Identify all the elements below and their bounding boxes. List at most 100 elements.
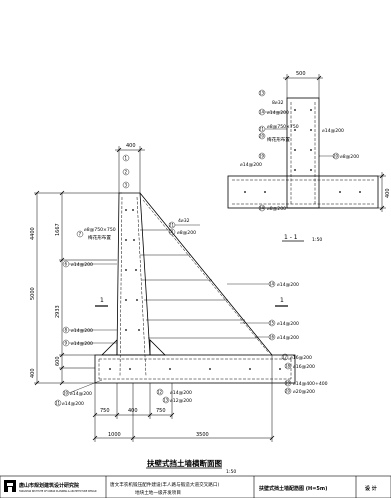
tick <box>379 205 385 211</box>
sec-stirrup-b: ⌀8@750×750 <box>267 124 299 130</box>
rebar-label-11: ⌀14@200 <box>62 401 84 407</box>
dim-counterfort-width: 500 <box>296 71 306 77</box>
callout-mark: 20 <box>333 154 339 159</box>
callout-mark: 14 <box>259 110 265 115</box>
cut-label-right: 1 <box>280 297 284 304</box>
stem-haunch <box>101 339 118 356</box>
counterfort-rebar <box>142 199 269 353</box>
callout-mark: 2 <box>125 170 128 175</box>
tick <box>114 412 120 418</box>
dim-stem-height: 4400 <box>30 227 36 240</box>
design-stage: 设 计 <box>365 485 377 492</box>
rebar-label-6: ⌀14@200 <box>71 262 93 268</box>
tick <box>92 435 98 441</box>
callout-mark: 3 <box>125 183 128 188</box>
callout-mark: 13 <box>163 398 169 403</box>
dot <box>138 329 140 331</box>
sec-label-21: ⌀8@200 <box>340 154 359 160</box>
dot <box>136 299 138 301</box>
dot <box>310 169 312 171</box>
callout-mark: 20 <box>259 134 265 139</box>
callout-circle <box>284 362 292 370</box>
sec-label-13: ⌀8@200 <box>267 206 286 212</box>
dot <box>294 129 296 131</box>
rebar-label-19: ⌀14@400+400 <box>293 381 328 387</box>
company-logo <box>4 480 16 492</box>
rebar-label-17: ⌀16@200 <box>290 355 312 361</box>
dot <box>264 191 266 193</box>
tick <box>284 75 290 81</box>
dim-lower-height: 2933 <box>55 305 61 318</box>
dim-wall-thickness: 400 <box>385 188 391 198</box>
tick <box>59 190 65 196</box>
dot <box>125 299 127 301</box>
tick <box>269 435 275 441</box>
stem-rebar-outer <box>136 196 147 377</box>
sec-label-20: ⌀14@200 <box>322 128 344 134</box>
callout-circle <box>122 168 130 176</box>
company-name-en: TANGSHAN INSTITUTE OF URBAN PLANNING & A… <box>19 490 97 493</box>
counterfort-ties <box>140 229 258 339</box>
section-scale: 1:50 <box>312 237 322 243</box>
callout-mark: 13 <box>259 91 265 96</box>
dot <box>359 191 361 193</box>
callout-circle <box>156 388 164 396</box>
rebar-label-4: ⌀8@200 <box>177 230 196 236</box>
callout-circle <box>258 132 266 140</box>
dot <box>249 368 251 370</box>
tick <box>34 380 40 386</box>
dimension-ticks <box>34 147 275 441</box>
callout-circle <box>258 204 266 212</box>
dim-total-height: 5000 <box>30 287 36 300</box>
stem-dots <box>109 209 281 370</box>
tick <box>59 380 65 386</box>
dot <box>244 191 246 193</box>
callout-mark: 15 <box>269 321 275 326</box>
dim-base-top: 600 <box>55 356 61 366</box>
rebar-label-8: ⌀14@200 <box>71 328 93 334</box>
dimension-lines-main <box>34 146 273 442</box>
callout-circle <box>122 181 130 189</box>
callout-circle <box>168 228 176 236</box>
section-rebar <box>232 102 374 205</box>
title-block <box>0 475 391 498</box>
callout-mark: 14 <box>259 206 265 211</box>
section-ticks <box>284 75 385 211</box>
dot <box>279 368 281 370</box>
dot <box>125 209 127 211</box>
callout-mark: 21 <box>259 127 265 132</box>
rebar-lines-main <box>98 196 292 380</box>
tick <box>316 75 322 81</box>
dim-top-width: 400 <box>126 143 136 149</box>
section-callouts <box>258 89 340 212</box>
rebar-label-14: ⌀14@200 <box>277 282 299 288</box>
dot <box>125 269 127 271</box>
sec-label-19: ⌀14@200 <box>240 162 262 168</box>
callouts-right <box>168 221 292 395</box>
section-title: 1 - 1 <box>284 234 298 241</box>
section-dots <box>244 109 361 193</box>
logo-inner2 <box>8 487 12 492</box>
tick <box>147 412 153 418</box>
callout-mark: 14 <box>269 282 275 287</box>
stem-rebar-inner <box>119 196 123 377</box>
base-slab <box>94 354 296 384</box>
dot <box>294 149 296 151</box>
dot <box>209 368 211 370</box>
callout-circle <box>258 89 266 97</box>
dot <box>310 109 312 111</box>
callout-mark: 18 <box>285 364 291 369</box>
stirrup-a-label: 梅花形布置 <box>88 234 111 241</box>
tick <box>169 412 175 418</box>
callout-circle <box>54 399 62 407</box>
dim-upper-height: 1667 <box>55 223 61 236</box>
logo-inner <box>7 483 13 486</box>
dim-toe-length: 1000 <box>108 432 121 438</box>
sec-label-14: ⌀14@200 <box>267 110 289 116</box>
callout-circle <box>162 396 170 404</box>
sec-rebar-8d32: 8⌀32 <box>272 100 284 106</box>
dot <box>125 239 127 241</box>
callouts-left <box>54 154 170 407</box>
tick <box>137 147 143 153</box>
